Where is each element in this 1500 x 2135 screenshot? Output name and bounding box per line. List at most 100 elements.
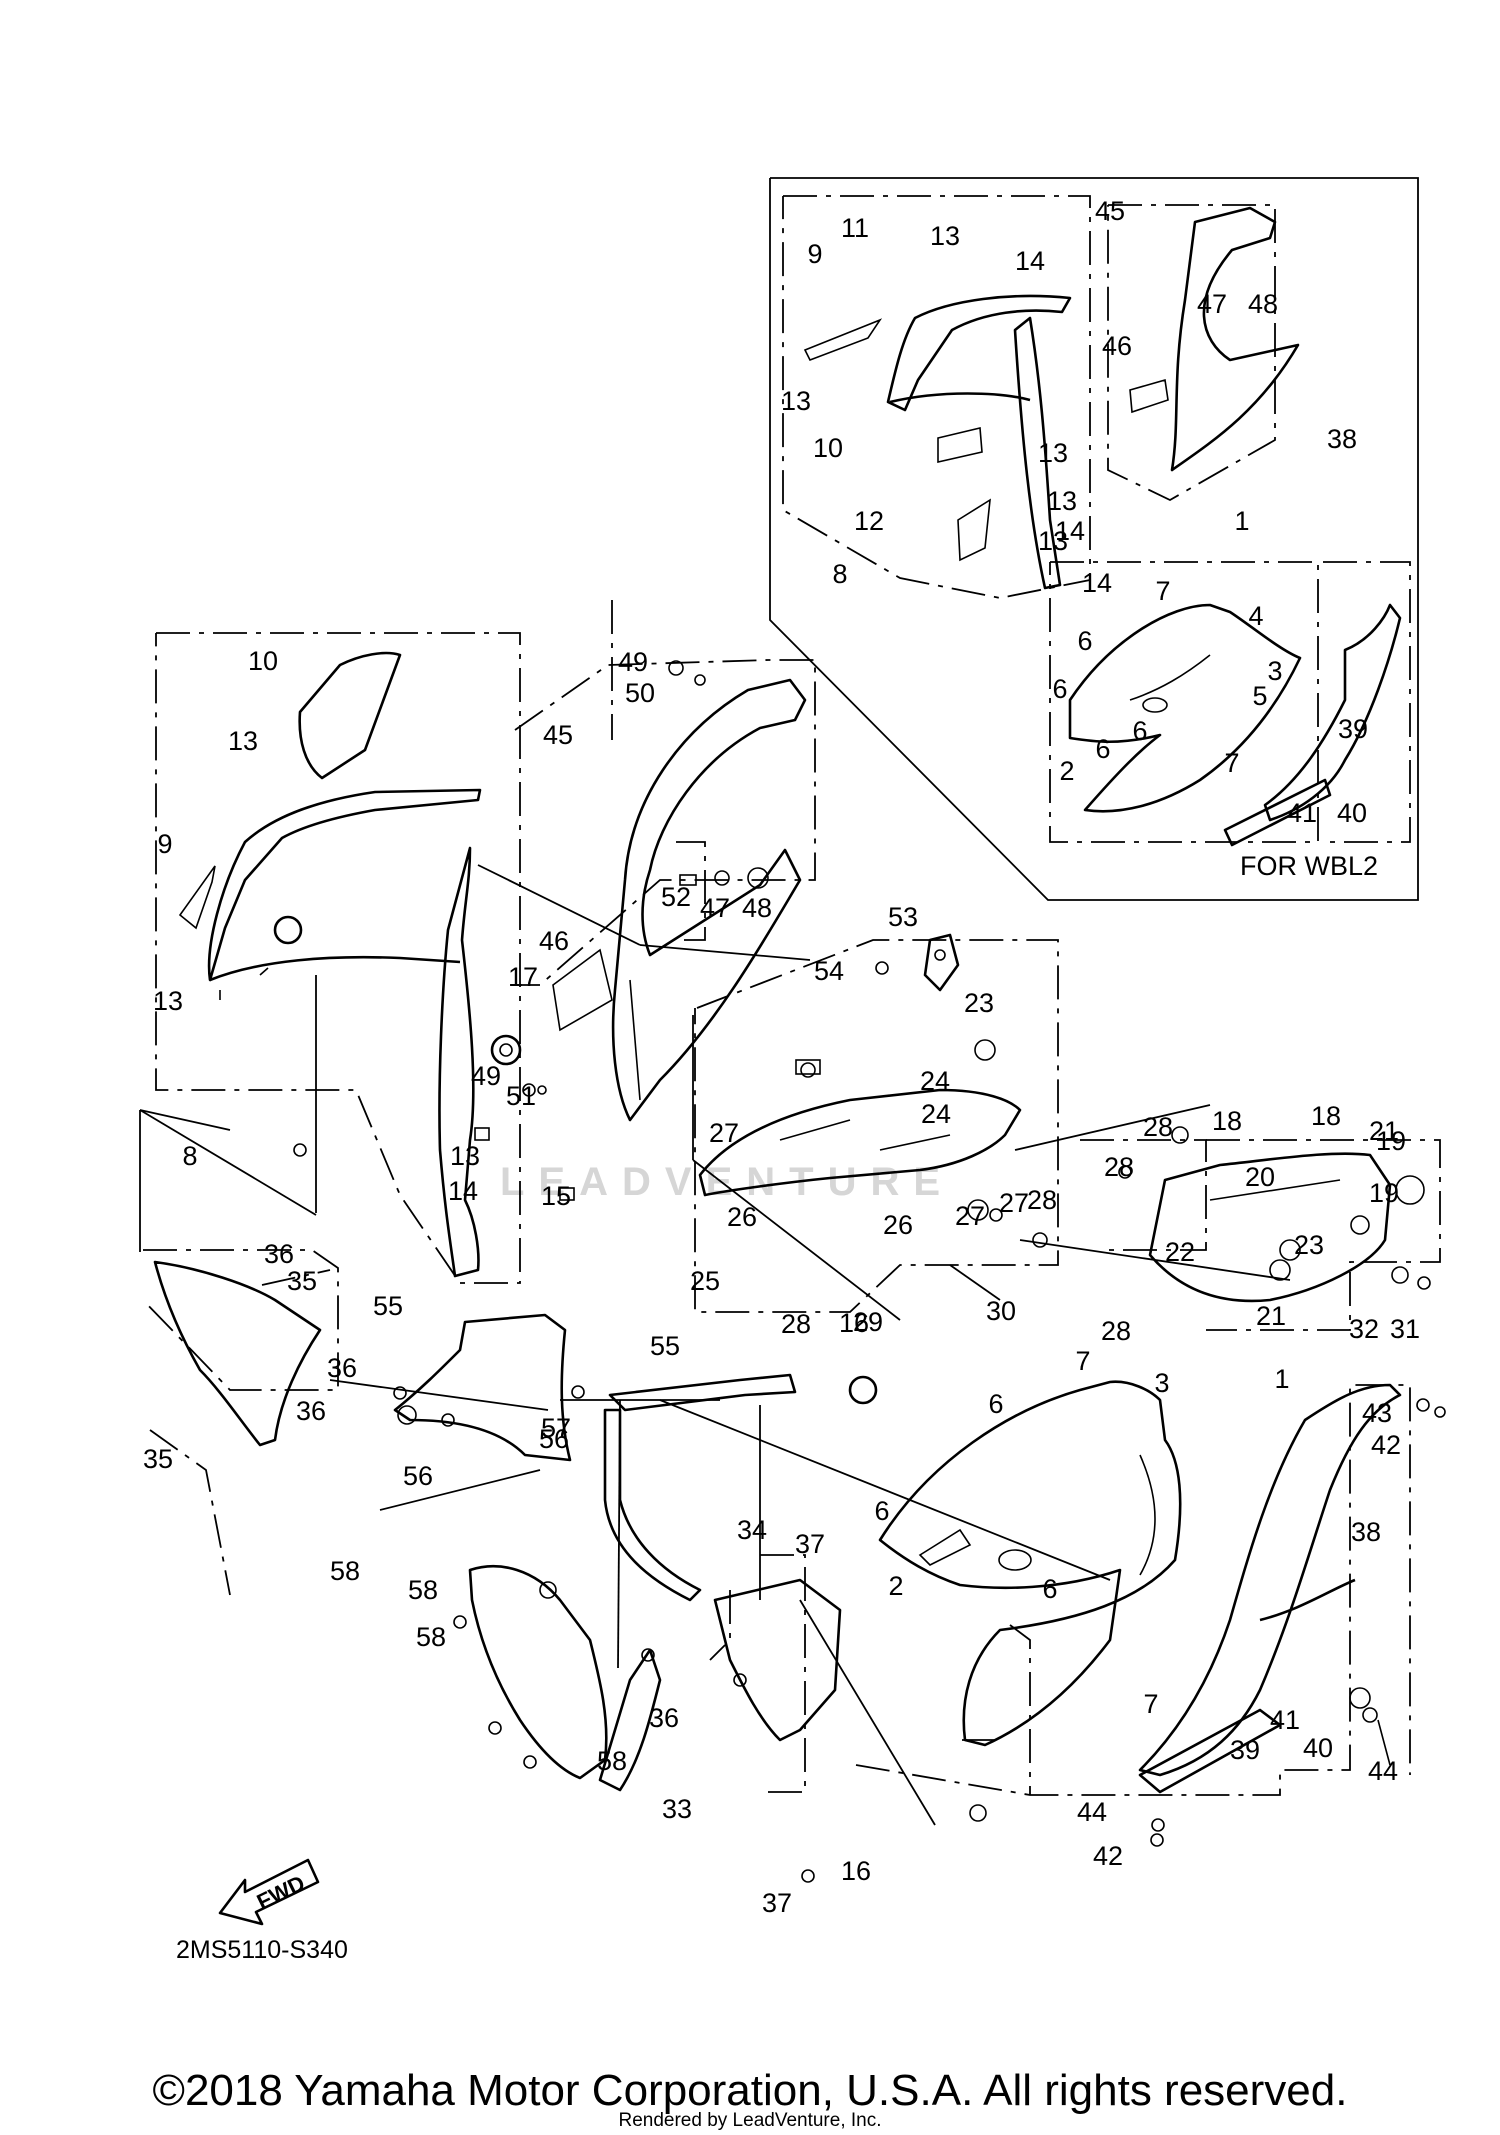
callout-14: 14: [448, 1176, 478, 1206]
decal-9: [178, 865, 216, 930]
copyright-notice: ©2018 Yamaha Motor Corporation, U.S.A. A…: [152, 2066, 1348, 2115]
callout-58: 58: [330, 1556, 360, 1586]
front-cowl-8: [207, 788, 482, 1278]
callout-4: 4: [1248, 601, 1263, 631]
callout-22: 22: [1165, 1237, 1195, 1267]
callout-6: 6: [988, 1389, 1003, 1419]
callout-9: 9: [807, 239, 822, 269]
callout-57: 57: [541, 1413, 571, 1443]
callout-6: 6: [1095, 734, 1110, 764]
callout-7: 7: [1143, 1689, 1158, 1719]
callout-47: 47: [700, 893, 730, 923]
callout-13: 13: [1038, 438, 1068, 468]
callout-51: 51: [506, 1081, 536, 1111]
callout-3: 3: [1267, 656, 1282, 686]
callout-28: 28: [1143, 1112, 1173, 1142]
diagram-code: 2MS5110-S340: [176, 1936, 348, 1964]
callout-41: 41: [1270, 1705, 1300, 1735]
callout-6: 6: [874, 1496, 889, 1526]
callout-14: 14: [1082, 568, 1112, 598]
emblem-38: [1138, 1708, 1282, 1794]
upper-cowl-10: [298, 651, 402, 780]
callout-37: 37: [795, 1529, 825, 1559]
callout-56: 56: [403, 1461, 433, 1491]
rendered-by-note: Rendered by LeadVenture, Inc.: [618, 2110, 882, 2131]
callout-6: 6: [1042, 1574, 1057, 1604]
callout-10: 10: [813, 433, 843, 463]
callout-58: 58: [416, 1622, 446, 1652]
callout-54: 54: [814, 956, 844, 986]
callout-58: 58: [408, 1575, 438, 1605]
callout-7: 7: [1224, 748, 1239, 778]
under-cowl-57: [468, 1564, 662, 1792]
callout-41: 41: [1287, 798, 1317, 828]
lower-cowl-33: [153, 1260, 322, 1447]
inset-panel: [769, 177, 1419, 901]
callout-30: 30: [986, 1296, 1016, 1326]
callout-36: 36: [264, 1239, 294, 1269]
callout-39: 39: [1338, 714, 1368, 744]
callout-53: 53: [888, 902, 918, 932]
callout-19: 19: [1376, 1126, 1406, 1156]
callout-19: 19: [1369, 1178, 1399, 1208]
lower-cowl-54: [393, 1313, 572, 1462]
under-panel-37: [1138, 1383, 1402, 1777]
group-boxes: [142, 600, 1441, 1796]
callout-38: 38: [1351, 1517, 1381, 1547]
callout-20: 20: [1245, 1162, 1275, 1192]
callout-49: 49: [618, 647, 648, 677]
callout-36: 36: [296, 1396, 326, 1426]
callout-24: 24: [920, 1066, 950, 1096]
callout-26: 26: [727, 1202, 757, 1232]
fwd-label: FWD: [253, 1870, 309, 1914]
callout-13: 13: [450, 1141, 480, 1171]
callout-14: 14: [1015, 246, 1045, 276]
callout-32: 32: [1349, 1314, 1379, 1344]
callout-13: 13: [228, 726, 258, 756]
callout-28: 28: [781, 1309, 811, 1339]
callout-13: 13: [930, 221, 960, 251]
callout-12: 12: [854, 506, 884, 536]
fasteners: [293, 660, 1446, 1883]
callout-24: 24: [921, 1099, 951, 1129]
callout-45: 45: [1095, 196, 1125, 226]
callout-55: 55: [373, 1291, 403, 1321]
lower-cowl-31: [713, 1578, 842, 1742]
callout-33: 33: [662, 1794, 692, 1824]
side-cowl-1: [878, 1380, 1182, 1747]
stay-53: [603, 1373, 797, 1602]
callout-1: 1: [1234, 506, 1249, 536]
inset-caption: FOR WBL2: [1240, 851, 1378, 881]
callout-6: 6: [1052, 674, 1067, 704]
callout-56: 56: [539, 1424, 569, 1454]
callout-44: 44: [1077, 1797, 1107, 1827]
callout-13: 13: [1038, 526, 1068, 556]
callout-36: 36: [327, 1353, 357, 1383]
callout-47: 47: [1197, 289, 1227, 319]
callout-28: 28: [1101, 1316, 1131, 1346]
callout-1: 1: [1274, 1364, 1289, 1394]
callout-34: 34: [737, 1515, 767, 1545]
callout-7: 7: [1075, 1346, 1090, 1376]
callout-6: 6: [1132, 716, 1147, 746]
callout-numbers: 1122334566666667777889910101112131313131…: [143, 196, 1420, 1918]
callout-13: 13: [153, 986, 183, 1016]
callout-48: 48: [1248, 289, 1278, 319]
callout-5: 5: [1252, 681, 1267, 711]
callout-29: 29: [853, 1307, 883, 1337]
callout-55: 55: [650, 1331, 680, 1361]
fwd-arrow: FWD: [218, 1858, 320, 1926]
callout-16: 16: [839, 1308, 869, 1338]
callout-11: 11: [841, 213, 869, 243]
callout-26: 26: [883, 1210, 913, 1240]
bracket-51: [923, 933, 960, 992]
callout-16: 16: [841, 1856, 871, 1886]
callout-52: 52: [661, 882, 691, 912]
callout-42: 42: [1093, 1841, 1123, 1871]
callout-6: 6: [1077, 626, 1092, 656]
callout-49: 49: [471, 1061, 501, 1091]
callout-28: 28: [1027, 1185, 1057, 1215]
callout-23: 23: [1294, 1230, 1324, 1260]
callout-46: 46: [1102, 331, 1132, 361]
